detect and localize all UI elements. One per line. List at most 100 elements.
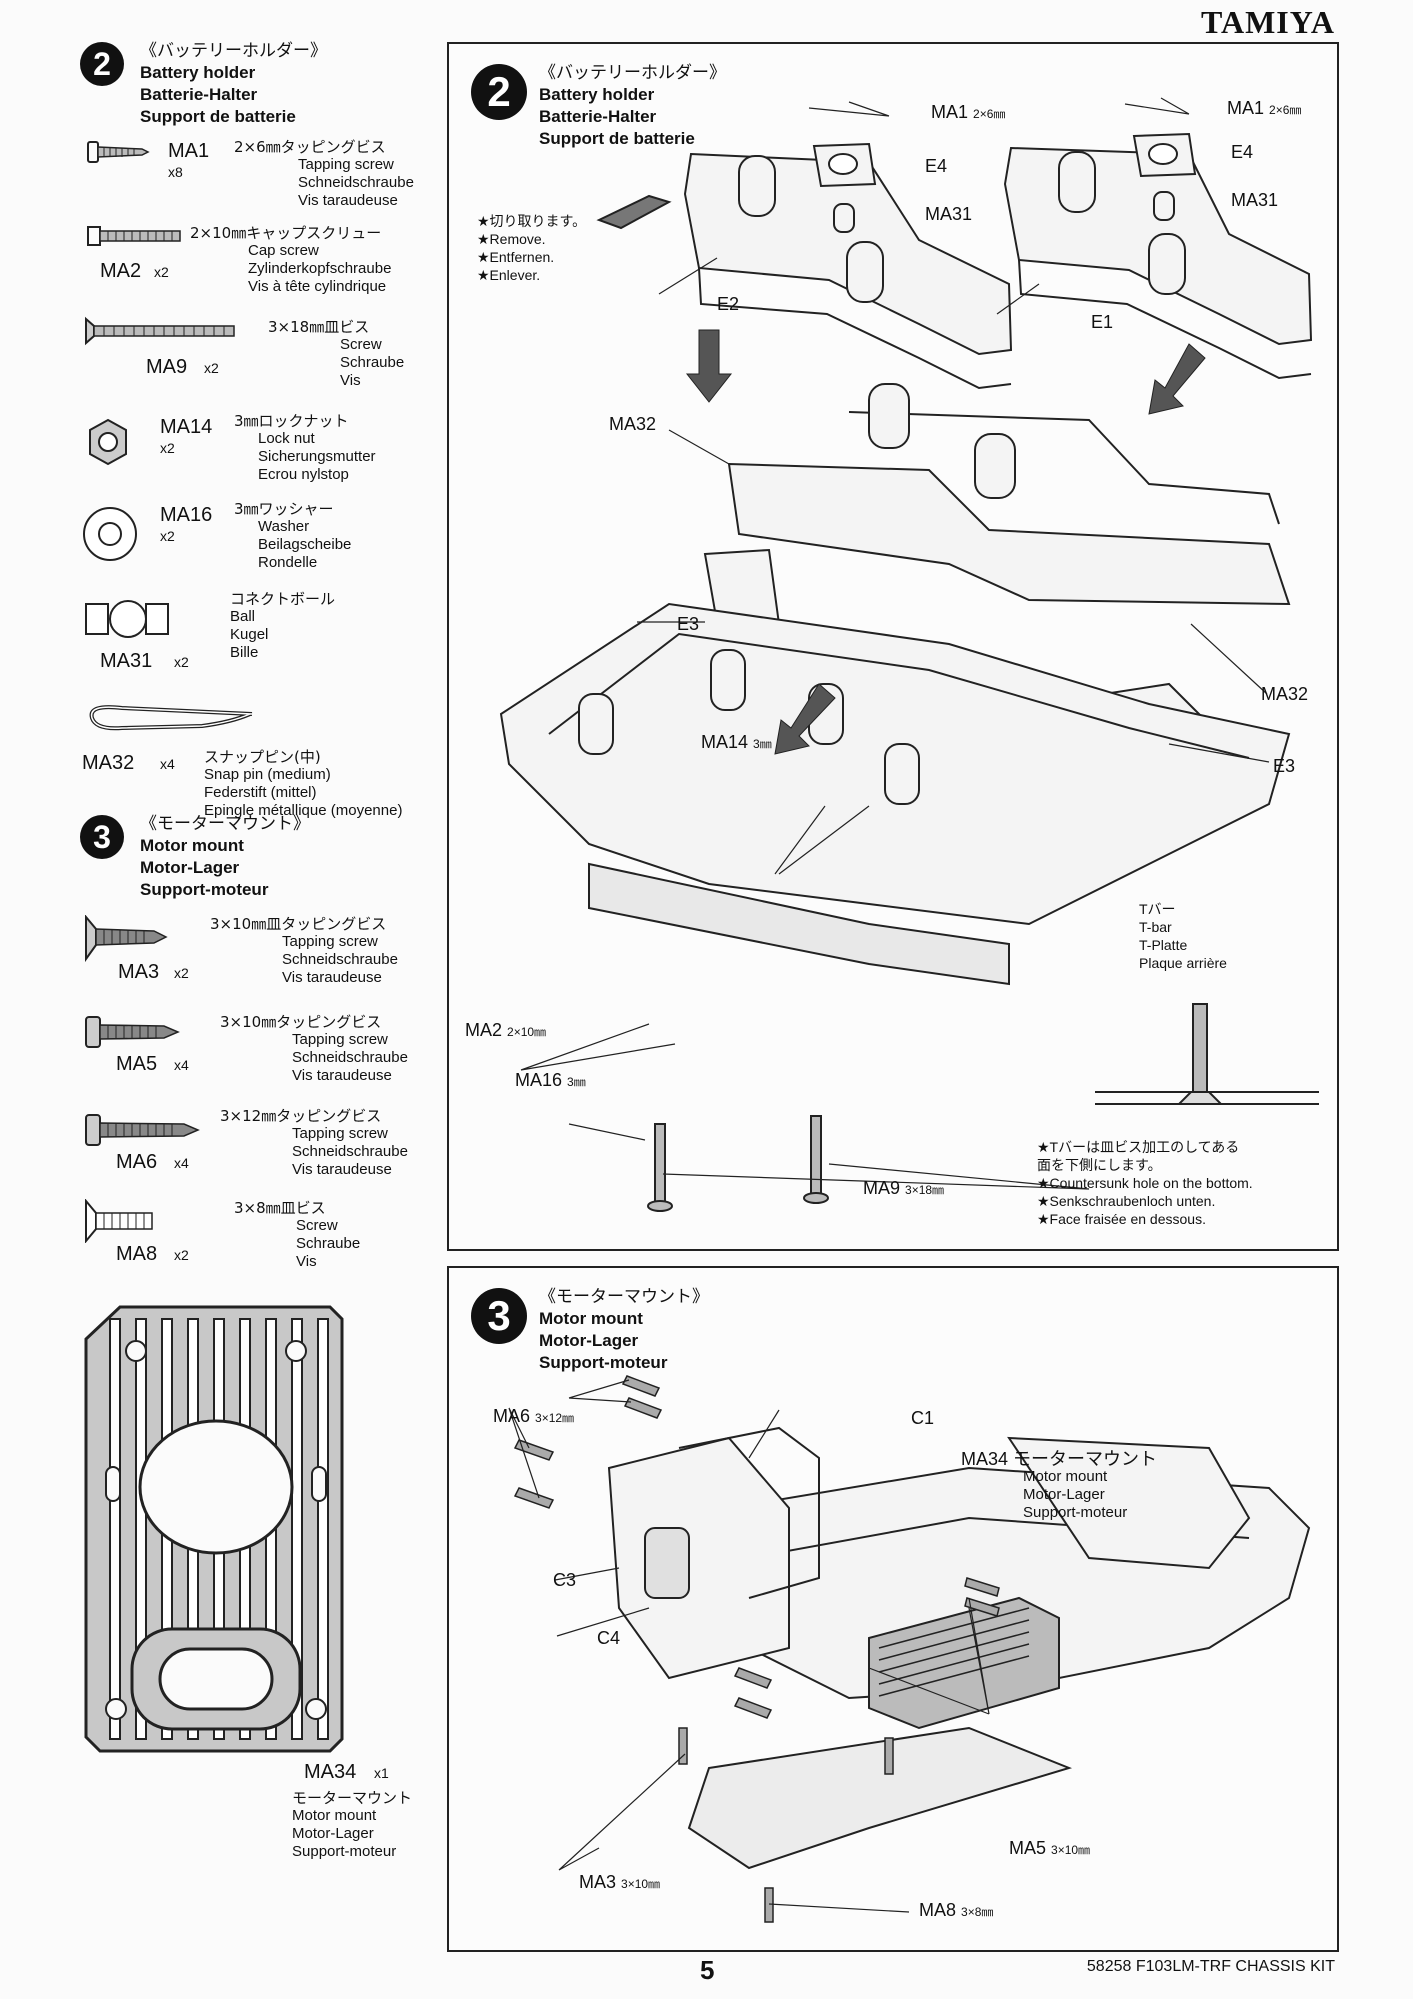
label-ma31-right: MA31 bbox=[1231, 190, 1279, 210]
note-jp-2: 面を下側にします。 bbox=[1037, 1157, 1162, 1173]
part-de: Kugel bbox=[230, 626, 269, 643]
note-fr: ★Face fraisée en dessous. bbox=[1037, 1211, 1206, 1227]
part-jp: 2×6㎜タッピングビス bbox=[234, 138, 386, 156]
label-ma6: MA6 3×12㎜ bbox=[493, 1406, 575, 1426]
label-ma9: MA9 3×18㎜ bbox=[863, 1178, 945, 1198]
label-e4-left: E4 bbox=[925, 156, 948, 176]
part-code: MA16 bbox=[160, 504, 213, 526]
part-fr: Ecrou nylstop bbox=[258, 466, 349, 483]
remove-note: ★切り取ります。 ★Remove. ★Entfernen. ★Enlever. bbox=[477, 212, 586, 284]
note-de: ★Entfernen. bbox=[477, 249, 555, 265]
part-de: Schneidschraube bbox=[292, 1143, 408, 1160]
part-qty: x2 bbox=[160, 528, 175, 544]
battery-holder-assembly-drawing bbox=[499, 97, 1319, 1212]
parts-list: 2 《バッテリーホルダー》 Battery holder Batterie-Ha… bbox=[80, 40, 440, 1950]
part-jp: 3㎜ワッシャー bbox=[234, 500, 334, 518]
label-e3-left: E3 bbox=[677, 614, 700, 634]
title-de: Motor-Lager bbox=[539, 1331, 639, 1350]
part-en: Tapping screw bbox=[292, 1125, 388, 1142]
countersunk-note: ★Tバーは皿ビス加工のしてある 面を下側にします。 ★Countersunk h… bbox=[1037, 1138, 1253, 1228]
part-en: Washer bbox=[258, 518, 310, 535]
step-number: 3 bbox=[471, 1288, 527, 1344]
part-code: MA14 bbox=[160, 416, 213, 438]
tbar-label: Tバー T-bar T-Platte Plaque arrière bbox=[1139, 900, 1227, 972]
part-qty: x4 bbox=[174, 1155, 189, 1171]
part-en: Tapping screw bbox=[292, 1031, 388, 1048]
ma34-jp: モーターマウント bbox=[1013, 1449, 1158, 1469]
label-ma14: MA14 3㎜ bbox=[701, 732, 772, 752]
brand-logo: TAMIYA bbox=[1200, 4, 1335, 40]
note-en: ★Remove. bbox=[477, 231, 546, 247]
step-2-diagram: 2 《バッテリーホルダー》 Battery holder Batterie-Ha… bbox=[447, 42, 1339, 1251]
part-jp: コネクトボール bbox=[230, 590, 336, 608]
part-fr: Vis taraudeuse bbox=[298, 192, 398, 209]
note-jp-1: ★Tバーは皿ビス加工のしてある bbox=[1037, 1139, 1240, 1155]
part-fr: Rondelle bbox=[258, 554, 318, 571]
label-ma5: MA5 3×10㎜ bbox=[1009, 1838, 1091, 1858]
title-de: Batterie-Halter bbox=[140, 85, 258, 104]
part-de: Schneidschraube bbox=[292, 1049, 408, 1066]
part-ma2: MA2 x2 2×10㎜キャップスクリュー Cap screw Zylinder… bbox=[80, 220, 440, 314]
part-qty: x2 bbox=[174, 1247, 189, 1263]
part-de: Schraube bbox=[340, 354, 405, 371]
tbar-de: T-Platte bbox=[1139, 937, 1188, 953]
part-jp: 3×10㎜タッピングビス bbox=[220, 1013, 382, 1031]
part-code: MA9 bbox=[146, 356, 188, 378]
part-qty: x8 bbox=[168, 164, 183, 180]
part-ma5: MA5 x4 3×10㎜タッピングビス Tapping screw Schnei… bbox=[80, 1009, 440, 1105]
note-fr: ★Enlever. bbox=[477, 267, 541, 283]
label-c3: C3 bbox=[553, 1570, 577, 1590]
part-en: Snap pin (medium) bbox=[204, 766, 331, 783]
part-en: Screw bbox=[340, 336, 382, 353]
section-2-heading: 2 《バッテリーホルダー》 Battery holder Batterie-Ha… bbox=[80, 40, 440, 130]
part-qty: x2 bbox=[204, 360, 219, 376]
ma34-fr: Support-moteur bbox=[1023, 1504, 1128, 1521]
countersunk-screw-icon bbox=[85, 1199, 153, 1243]
part-ma1: MA1 x8 2×6㎜タッピングビス Tapping screw Schneid… bbox=[80, 130, 440, 220]
part-fr: Vis bbox=[296, 1253, 317, 1270]
part-fr: Vis taraudeuse bbox=[292, 1161, 392, 1178]
part-code: MA8 bbox=[116, 1243, 158, 1265]
part-de: Schneidschraube bbox=[282, 951, 398, 968]
label-ma16: MA16 3㎜ bbox=[515, 1070, 586, 1090]
step-number: 3 bbox=[80, 815, 124, 859]
part-fr: Vis à tête cylindrique bbox=[248, 278, 387, 295]
note-de: ★Senkschraubenloch unten. bbox=[1037, 1193, 1216, 1209]
motor-mount-plate-icon bbox=[84, 1305, 344, 1753]
part-de: Schneidschraube bbox=[298, 174, 414, 191]
part-jp: 3×18㎜皿ビス bbox=[268, 318, 370, 336]
part-jp: 3×8㎜皿ビス bbox=[234, 1199, 326, 1217]
part-ma32: MA32 x4 スナップピン(中) Snap pin (medium) Fede… bbox=[80, 678, 440, 819]
part-jp: 3×10㎜皿タッピングビス bbox=[210, 915, 387, 933]
step-number: 2 bbox=[80, 42, 124, 86]
part-ma9: MA9 x2 3×18㎜皿ビス Screw Schraube Vis bbox=[80, 314, 440, 408]
title-en: Motor mount bbox=[539, 1309, 643, 1328]
ball-connector-icon bbox=[85, 600, 169, 638]
note-en: ★Countersunk hole on the bottom. bbox=[1037, 1175, 1253, 1191]
part-de: Motor-Lager bbox=[292, 1825, 374, 1842]
part-fr: Vis taraudeuse bbox=[292, 1067, 392, 1084]
title-en: Motor mount bbox=[140, 836, 244, 855]
label-c1: C1 bbox=[911, 1408, 935, 1428]
part-en: Cap screw bbox=[248, 242, 319, 259]
part-ma34: MA34 x1 モーターマウント Motor mount Motor-Lager… bbox=[80, 1299, 440, 1860]
label-ma32-left: MA32 bbox=[609, 414, 657, 434]
part-qty: x1 bbox=[374, 1765, 389, 1781]
part-fr: Support-moteur bbox=[292, 1843, 397, 1860]
ma34-label: MA34 モーターマウント Motor mount Motor-Lager Su… bbox=[961, 1450, 1157, 1522]
label-ma2: MA2 2×10㎜ bbox=[465, 1020, 547, 1040]
motor-mount-assembly-drawing bbox=[508, 1375, 1311, 1923]
part-en: Ball bbox=[230, 608, 256, 625]
title-fr: Support de batterie bbox=[539, 129, 695, 148]
ma34-code: MA34 bbox=[961, 1449, 1009, 1469]
tapping-screw-icon bbox=[87, 141, 150, 163]
part-code: MA6 bbox=[116, 1151, 158, 1173]
section-3-heading: 3 《モーターマウント》 Motor mount Motor-Lager Sup… bbox=[80, 813, 440, 913]
title-de: Motor-Lager bbox=[140, 858, 240, 877]
part-ma6: MA6 x4 3×12㎜タッピングビス Tapping screw Schnei… bbox=[80, 1105, 440, 1199]
label-e2: E2 bbox=[717, 294, 740, 314]
title-de: Batterie-Halter bbox=[539, 107, 657, 126]
part-qty: x4 bbox=[174, 1057, 189, 1073]
part-ma31: MA31 x2 コネクトボール Ball Kugel Bille bbox=[80, 588, 440, 678]
title-jp: 《バッテリーホルダー》 bbox=[539, 63, 726, 82]
